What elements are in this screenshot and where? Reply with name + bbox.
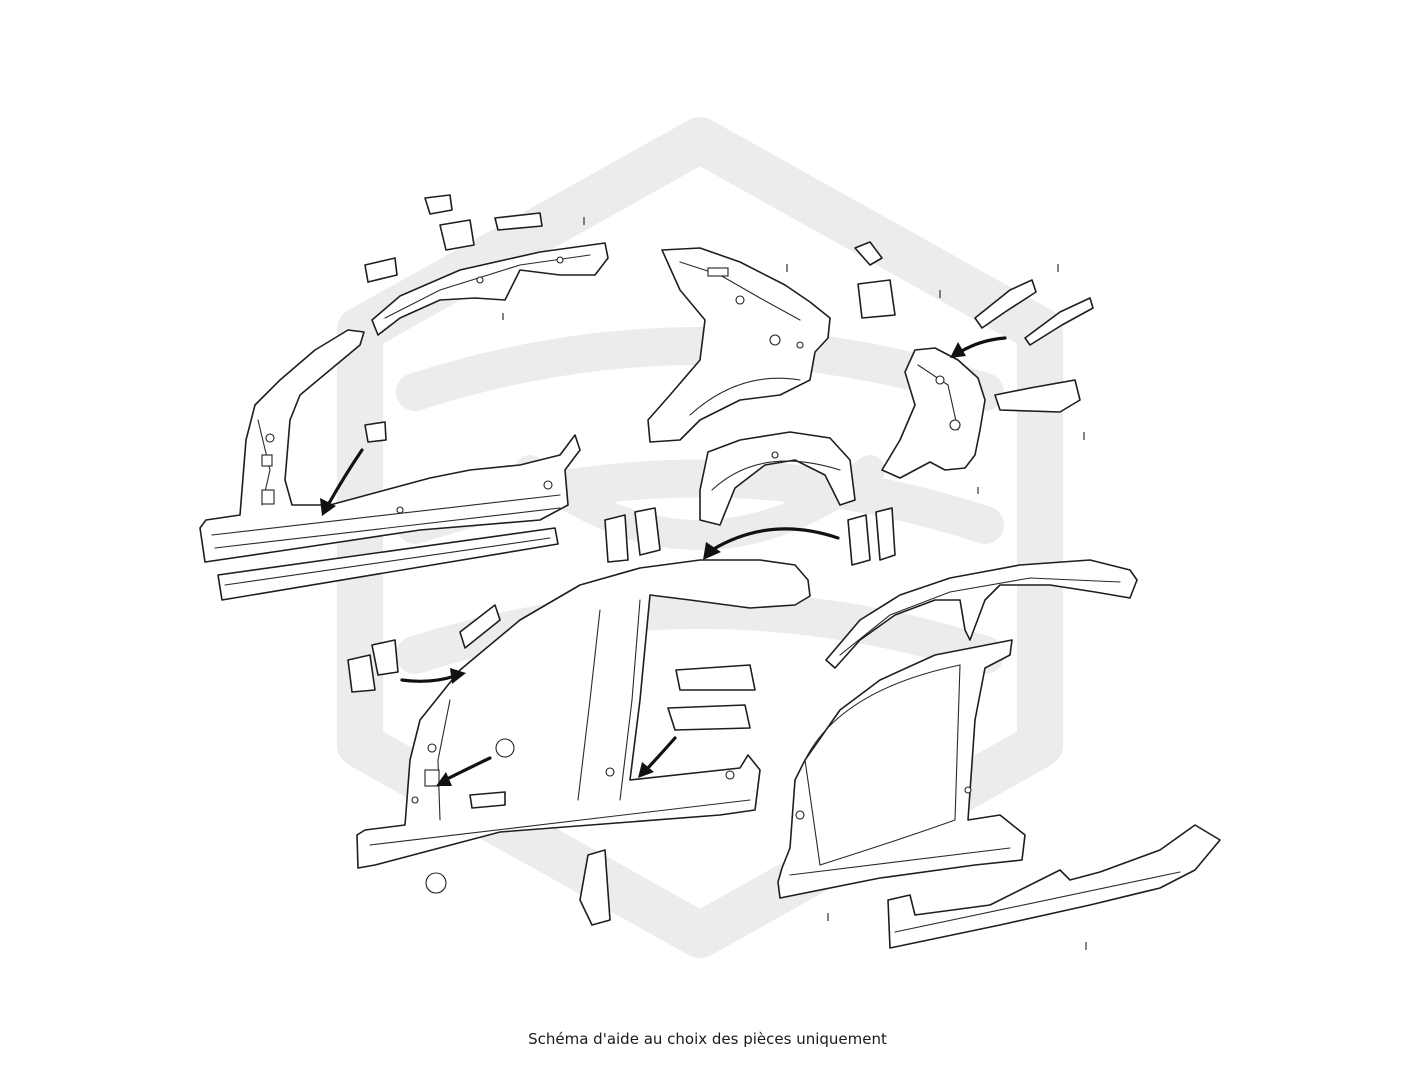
part-small-brackets-lower[interactable] [347,604,611,926]
part-roof-brackets-lower[interactable] [667,664,756,731]
part-front-pillar-inner-frame[interactable] [199,329,581,563]
part-sill-reinforcement-front[interactable] [217,527,559,601]
arrows-lower-left [400,668,677,786]
part-rear-pillar-reinforcement[interactable] [881,347,986,479]
arrow-centre-curved [703,527,840,560]
part-rear-wheel-arch-inner[interactable] [699,431,856,526]
diagram-caption: Schéma d'aide au choix des pièces unique… [528,1030,887,1048]
part-body-side-outer-frame[interactable] [777,639,1026,899]
part-small-brackets-right[interactable] [854,241,896,319]
callout-ticks [502,217,1087,950]
part-c-pillar-brace[interactable] [974,279,1094,413]
part-sill-outer-rear[interactable] [887,824,1221,949]
part-body-side-inner-full[interactable] [356,559,811,869]
arrow-top-left [320,448,364,516]
part-roof-rail-inner-front[interactable] [371,242,609,336]
part-rear-quarter-inner[interactable] [647,247,831,443]
arrow-top-right [950,336,1007,358]
part-roof-rail-outer[interactable] [825,559,1138,669]
part-small-brackets-centre[interactable] [604,507,896,566]
part-small-brackets-top[interactable] [364,194,543,443]
